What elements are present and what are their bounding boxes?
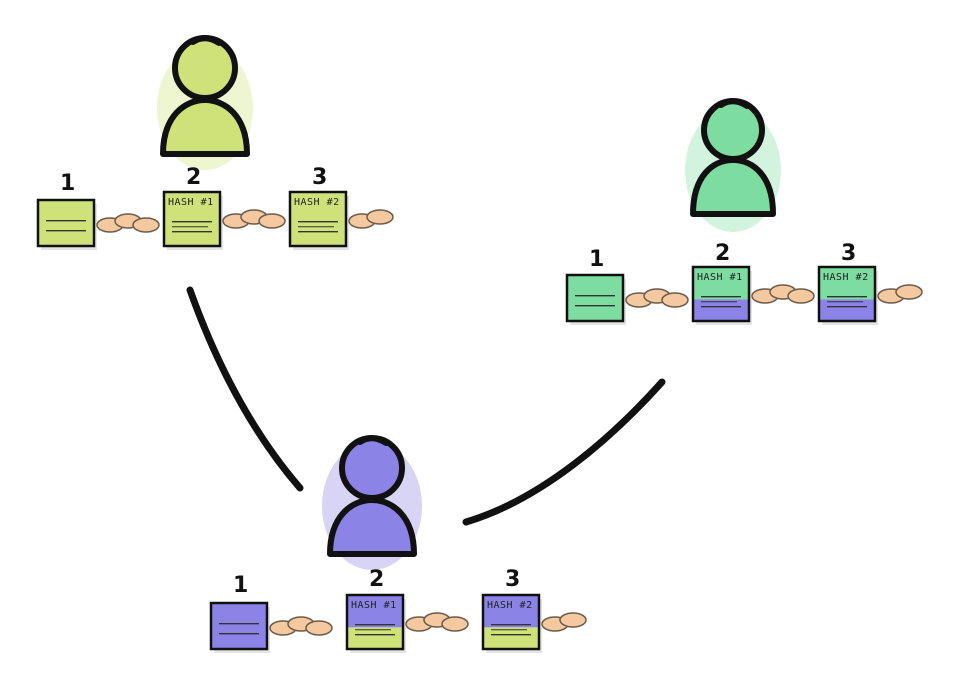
person-icon (690, 98, 776, 217)
block-body (567, 275, 623, 321)
block-body-lower (347, 627, 403, 649)
chain-link-loop (787, 288, 815, 304)
chain-link-icon (348, 209, 394, 229)
chain-link-loop (132, 217, 160, 233)
block-outline (162, 190, 222, 248)
chain-link-loop (258, 213, 286, 229)
chain-link-icon (96, 213, 160, 233)
block-hash-label: HASH #1 (168, 197, 214, 208)
block-body-lower (483, 627, 539, 649)
chain-link-icon (222, 209, 286, 229)
block-body (819, 267, 875, 300)
connection-right-to-bottom (462, 378, 666, 526)
block-body (211, 603, 267, 649)
block-outline (288, 190, 348, 248)
participant-bottom (322, 435, 422, 570)
block-1: 1 (209, 573, 270, 653)
chain-link-icon (541, 612, 587, 632)
block-3: HASH #2 3 (288, 165, 349, 250)
participant-right (685, 98, 781, 232)
block-hash-label: HASH #2 (487, 600, 533, 611)
block-outline (36, 198, 96, 248)
chain-link-loop (895, 284, 923, 300)
block-number: 3 (312, 165, 327, 190)
block-number: 1 (589, 247, 604, 272)
block-number: 2 (186, 165, 201, 190)
block-body (164, 192, 220, 246)
participant-top-left (157, 35, 253, 170)
block-hash-label: HASH #2 (294, 197, 340, 208)
block-outline (565, 273, 625, 323)
block-body (483, 595, 539, 628)
chain-link-loop (366, 209, 394, 225)
block-2: HASH #1 2 (162, 165, 223, 250)
chain-link-icon (625, 288, 689, 308)
block-hash-label: HASH #1 (697, 272, 743, 283)
block-body-lower (819, 299, 875, 321)
block-number: 3 (505, 567, 520, 592)
block-3: HASH #2 3 (817, 241, 878, 325)
block-body (290, 192, 346, 246)
chain-link-icon (269, 616, 333, 636)
block-2: HASH #1 2 (345, 567, 406, 653)
block-number: 1 (60, 171, 75, 196)
block-outline (481, 593, 541, 651)
block-body-lower (693, 299, 749, 321)
block-body (347, 595, 403, 628)
block-outline (209, 601, 269, 651)
chain-link-loop (559, 612, 587, 628)
block-number: 2 (369, 567, 384, 592)
block-outline (817, 265, 877, 323)
person-icon (327, 435, 417, 557)
block-2: HASH #1 2 (691, 241, 752, 325)
block-3: HASH #2 3 (481, 567, 542, 653)
chain-link-loop (305, 620, 333, 636)
chain-link-loop (661, 292, 689, 308)
chain-link-icon (751, 284, 815, 304)
block-number: 2 (715, 241, 730, 266)
block-1: 1 (36, 171, 97, 250)
connection-top-left-to-bottom (186, 286, 304, 492)
chain-link-loop (441, 616, 469, 632)
block-hash-label: HASH #2 (823, 272, 869, 283)
block-hash-label: HASH #1 (351, 600, 397, 611)
block-number: 3 (841, 241, 856, 266)
chain-link-icon (877, 284, 923, 304)
block-outline (691, 265, 751, 323)
person-icon (160, 35, 250, 157)
chain-link-icon (405, 612, 469, 632)
block-1: 1 (565, 247, 626, 325)
block-outline (345, 593, 405, 651)
block-number: 1 (233, 573, 248, 598)
block-body (38, 200, 94, 246)
block-body (693, 267, 749, 300)
